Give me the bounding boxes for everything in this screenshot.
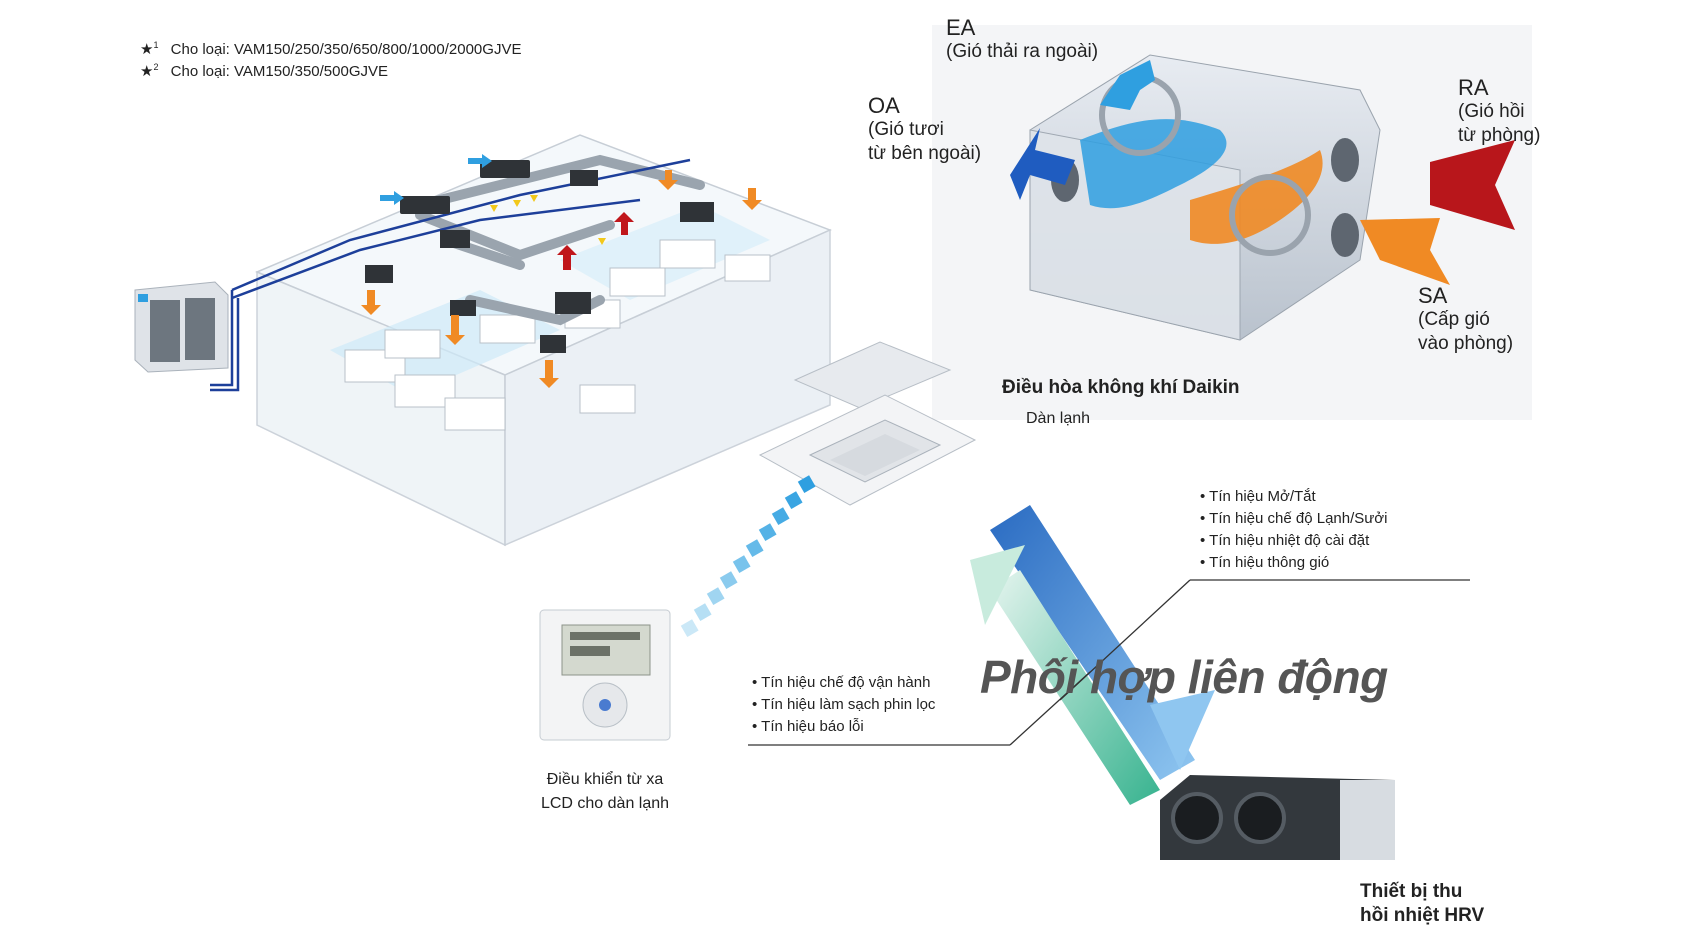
ea-code: EA xyxy=(946,15,976,40)
signal-item: Tín hiệu thông gió xyxy=(1200,552,1387,574)
signal-item: Tín hiệu Mở/Tắt xyxy=(1200,486,1387,508)
oa-desc-line1: (Gió tươi xyxy=(868,119,944,140)
sa-desc-line1: (Cấp gió xyxy=(1418,309,1490,330)
coordination-arrows xyxy=(970,505,1215,805)
remote-label: Điều khiển từ xa LCD cho dàn lạnh xyxy=(530,768,680,816)
signal-item: Tín hiệu chế độ Lạnh/Sưởi xyxy=(1200,508,1387,530)
signals-from-hrv-list: Tín hiệu chế độ vận hành Tín hiệu làm sạ… xyxy=(752,672,935,738)
note-text: Cho loại: VAM150/350/500GJVE xyxy=(170,63,388,80)
leader-lines xyxy=(748,579,1470,746)
oa-code: OA xyxy=(868,93,900,118)
ra-desc-line2: từ phòng) xyxy=(1458,125,1541,146)
indoor-unit-subtitle: Dàn lạnh xyxy=(1026,410,1091,427)
signal-item: Tín hiệu chế độ vận hành xyxy=(752,672,935,694)
building-illustration xyxy=(210,134,832,547)
model-note-2: ★2 Cho loại: VAM150/350/500GJVE xyxy=(140,62,521,80)
ra-desc-line1: (Gió hồi xyxy=(1458,101,1525,122)
cassette-unit-illustration xyxy=(758,341,977,506)
indoor-unit-title: Điều hòa không khí Daikin xyxy=(1002,377,1240,398)
remote-controller-illustration xyxy=(539,609,671,741)
signal-item: Tín hiệu làm sạch phin lọc xyxy=(752,694,935,716)
ra-code: RA xyxy=(1458,75,1489,100)
oa-desc-line2: từ bên ngoài) xyxy=(868,143,982,164)
model-note-1: ★1 Cho loại: VAM150/250/350/650/800/1000… xyxy=(140,40,521,58)
note-superscript: 1 xyxy=(153,40,159,50)
outdoor-unit-illustration xyxy=(134,281,229,373)
cool-air-beam xyxy=(680,475,816,638)
ea-desc: (Gió thải ra ngoài) xyxy=(946,41,1099,62)
hrv-label-line2: hồi nhiệt HRV xyxy=(1360,905,1485,926)
model-notes: ★1 Cho loại: VAM150/250/350/650/800/1000… xyxy=(140,40,521,80)
sa-label: SA (Cấp gió vào phòng) xyxy=(1418,284,1513,356)
slogan-text: Phối hợp liên động xyxy=(980,651,1388,703)
signals-to-hrv-list: Tín hiệu Mở/Tắt Tín hiệu chế độ Lạnh/Sưở… xyxy=(1200,486,1387,574)
remote-label-line1: Điều khiển từ xa xyxy=(546,771,664,788)
hrv-label: Thiết bị thu hồi nhiệt HRV xyxy=(1360,880,1484,928)
note-text: Cho loại: VAM150/250/350/650/800/1000/20… xyxy=(170,41,522,58)
note-superscript: 2 xyxy=(153,62,159,72)
signal-item: Tín hiệu nhiệt độ cài đặt xyxy=(1200,530,1387,552)
remote-label-line2: LCD cho dàn lạnh xyxy=(540,795,670,812)
note-star-icon: ★ xyxy=(140,63,154,80)
hrv-label-line1: Thiết bị thu xyxy=(1360,881,1463,902)
hrv-cutaway-illustration xyxy=(932,25,1532,420)
sa-code: SA xyxy=(1418,283,1448,308)
hrv-unit-illustration xyxy=(1160,775,1395,860)
note-star-icon: ★ xyxy=(140,41,154,58)
oa-label: OA (Gió tươi từ bên ngoài) xyxy=(868,94,981,166)
sa-desc-line2: vào phòng) xyxy=(1418,333,1514,354)
signal-item: Tín hiệu báo lỗi xyxy=(752,716,935,738)
ra-label: RA (Gió hồi từ phòng) xyxy=(1458,76,1540,148)
ea-label: EA (Gió thải ra ngoài) xyxy=(946,16,1098,64)
